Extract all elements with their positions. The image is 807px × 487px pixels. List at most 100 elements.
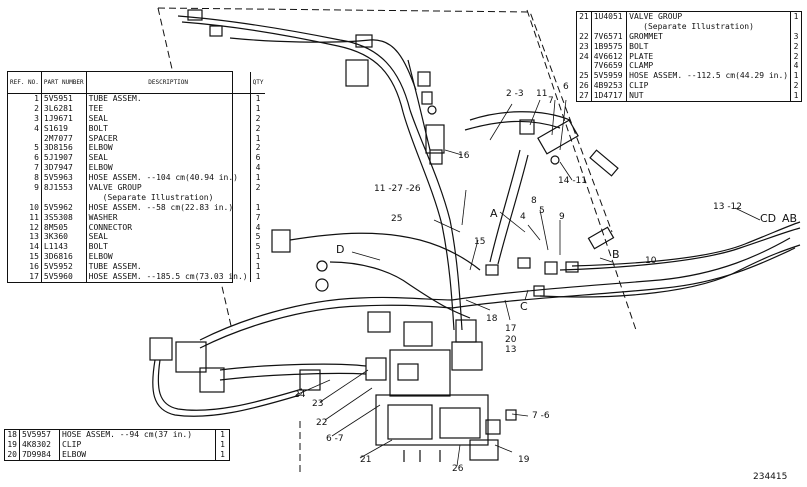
row-desc: ELBOW (86, 143, 251, 154)
row-desc: HOSE ASSEM. --58 cm(22.83 in.) (86, 202, 251, 213)
row-desc: BOLT (86, 123, 251, 134)
row-ref: 16 (8, 262, 42, 273)
row-desc: CLAMP (626, 61, 792, 72)
callout-16: 16 (458, 151, 470, 161)
callout-6-7: 6 -7 (326, 434, 344, 444)
row-part: 1J9671 (41, 113, 87, 124)
header-ref: REF. NO. (8, 72, 42, 94)
row-desc: BOLT (86, 242, 251, 253)
row-ref: 11 (8, 212, 42, 223)
row-qty: 6 (255, 153, 261, 163)
row-qty: 1 (793, 91, 799, 101)
callout-CD: CD (760, 212, 777, 225)
row-ref: 15 (8, 252, 42, 263)
header-part-number: PART NUMBER (41, 72, 87, 94)
row-ref: 5 (8, 143, 42, 154)
row-desc: HOSE ASSEM. --185.5 cm(73.03 in.) (86, 272, 251, 282)
row-ref: 14 (8, 242, 42, 253)
callout-AB: AB (782, 212, 798, 225)
row-qty: 4 (255, 222, 261, 232)
row-ref: 6 (8, 153, 42, 164)
row-desc: VALVE GROUP (626, 12, 792, 22)
row-desc: BOLT (626, 41, 792, 52)
row-part: 3L6281 (41, 103, 87, 114)
row-ref: 1 (8, 93, 42, 104)
row-qty: 1 (255, 103, 261, 113)
row-qty: 1 (220, 449, 225, 459)
row-qty: 2 (255, 113, 261, 123)
callout-7-6: 7 -6 (532, 411, 550, 421)
row-ref: 4 (8, 123, 42, 134)
row-part: 5V5959 (591, 71, 628, 82)
row-qty: 2 (255, 143, 261, 153)
row-desc: HOSE ASSEM. --112.5 cm(44.29 in.) (626, 71, 792, 82)
row-desc: CLIP (59, 439, 216, 450)
row-qty: 1 (220, 439, 225, 449)
callout-26: 26 (452, 464, 464, 474)
row-ref: 12 (8, 222, 42, 233)
callout-8: 8 (531, 196, 537, 206)
row-ref: 26 (577, 81, 592, 92)
callout-25: 25 (391, 214, 403, 224)
row-ref: 2 (8, 103, 42, 114)
row-ref: 3 (8, 113, 42, 124)
right-valve-fittings (464, 111, 619, 297)
leader-lines (295, 99, 761, 467)
header-qty: QTY (250, 72, 266, 94)
callout-20: 20 (505, 335, 517, 345)
table-row: (Separate Illustration) (577, 21, 801, 32)
row-part: 5V5962 (41, 202, 87, 213)
callout-2-3: 2 -3 (506, 89, 524, 99)
row-part: L1143 (41, 242, 87, 253)
row-part: 5V5952 (41, 262, 87, 273)
row-part: 1D4717 (591, 91, 628, 102)
row-ref (577, 21, 592, 32)
row-part: 3S5308 (41, 212, 87, 223)
lower-valve-group (149, 311, 517, 462)
row-ref: 19 (5, 439, 20, 450)
table-header-row: REF. NO. PART NUMBER DESCRIPTION QTY (8, 72, 266, 94)
callout-17: 17 (505, 324, 517, 334)
right-hoses (451, 221, 801, 309)
row-part: 7V6571 (591, 31, 628, 42)
row-part: 3K360 (41, 232, 87, 243)
row-part: S1619 (41, 123, 87, 134)
row-qty (791, 22, 801, 32)
row-desc: HOSE ASSEM. --94 cm(37 in.) (59, 430, 216, 440)
row-qty: 1 (255, 133, 261, 143)
row-desc: HOSE ASSEM. --104 cm(40.94 in.) (86, 173, 251, 184)
callout-D: D (336, 243, 345, 256)
row-qty: 3 (793, 31, 799, 41)
callout-15: 15 (474, 237, 486, 247)
row-qty: 5 (255, 232, 261, 242)
row-desc: SEAL (86, 232, 251, 243)
top-fittings (187, 9, 445, 165)
callout-4: 4 (520, 212, 526, 222)
row-ref: 8 (8, 173, 42, 184)
row-ref (8, 133, 42, 144)
row-ref: 20 (5, 449, 20, 460)
row-part: 1B9575 (591, 41, 628, 52)
callout-B: B (612, 248, 620, 261)
row-part: 1U4051 (591, 12, 628, 22)
row-qty: 1 (255, 272, 261, 281)
